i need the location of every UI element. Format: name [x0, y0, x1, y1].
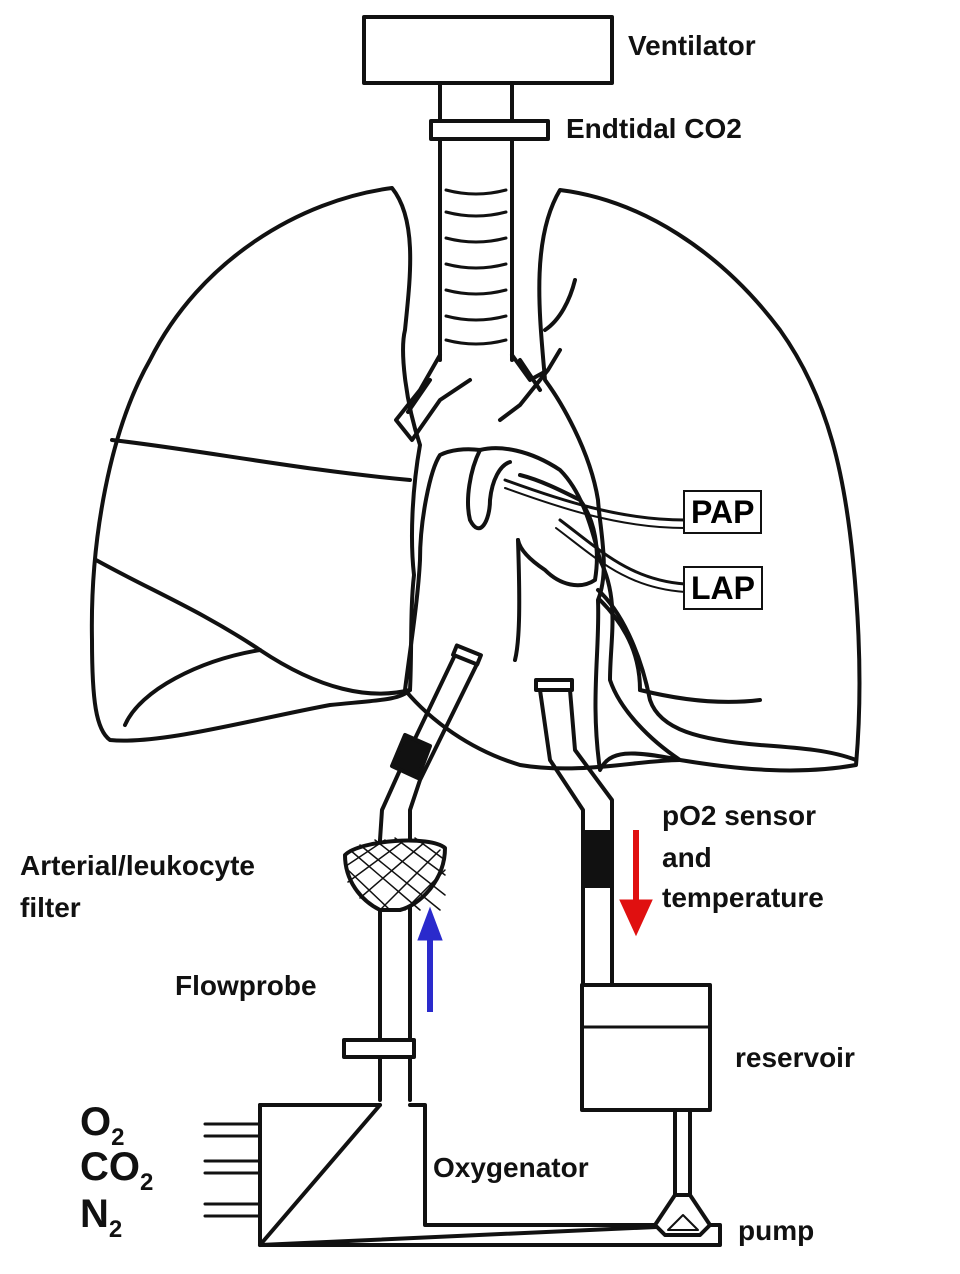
arterial-flow-arrow — [417, 906, 443, 1012]
flowprobe-label: Flowprobe — [175, 970, 317, 1001]
gas-n2-label: N2 — [80, 1192, 123, 1243]
reservoir-box — [580, 983, 712, 1112]
reservoir-label: reservoir — [735, 1042, 855, 1073]
gas-co2-label: CO2 — [80, 1145, 154, 1196]
lap-catheter — [558, 518, 687, 586]
filter-label-line1: Arterial/leukocyte — [20, 850, 255, 881]
flowprobe-clamp — [342, 1038, 416, 1059]
pap-label: PAP — [683, 490, 763, 534]
left-bronchus — [394, 353, 472, 442]
pap-catheter — [503, 478, 687, 522]
po2-label-line3: temperature — [662, 882, 824, 913]
tracheal-rings — [444, 188, 508, 346]
gas-o2-label: O2 — [80, 1100, 125, 1151]
venous-sensor-band — [581, 830, 614, 888]
heart — [403, 446, 682, 771]
right-lung — [537, 188, 862, 773]
ventilator-box — [362, 15, 614, 85]
arterial-sensor-band — [390, 733, 432, 780]
gas-inlet-lines — [203, 1122, 262, 1218]
ventilator-label: Ventilator — [628, 30, 756, 61]
filter-label-line2: filter — [20, 892, 81, 923]
venous-flow-arrow — [619, 830, 653, 937]
po2-label-line2: and — [662, 842, 712, 873]
po2-label-line1: pO2 sensor — [662, 800, 817, 831]
left-lung — [89, 186, 422, 743]
oxygenator-label: Oxygenator — [433, 1152, 589, 1183]
pump-label: pump — [738, 1215, 815, 1246]
lap-label: LAP — [683, 566, 763, 610]
venous-line — [538, 688, 614, 987]
arterial-line — [378, 653, 480, 1102]
endtidal-co2-label: Endtidal CO2 — [566, 113, 742, 144]
filter-mesh — [345, 837, 446, 911]
oxygenator-box — [258, 1103, 722, 1247]
arterial-filter — [343, 838, 447, 912]
endtidal-co2-sensor — [429, 119, 550, 141]
right-bronchus — [498, 348, 562, 422]
